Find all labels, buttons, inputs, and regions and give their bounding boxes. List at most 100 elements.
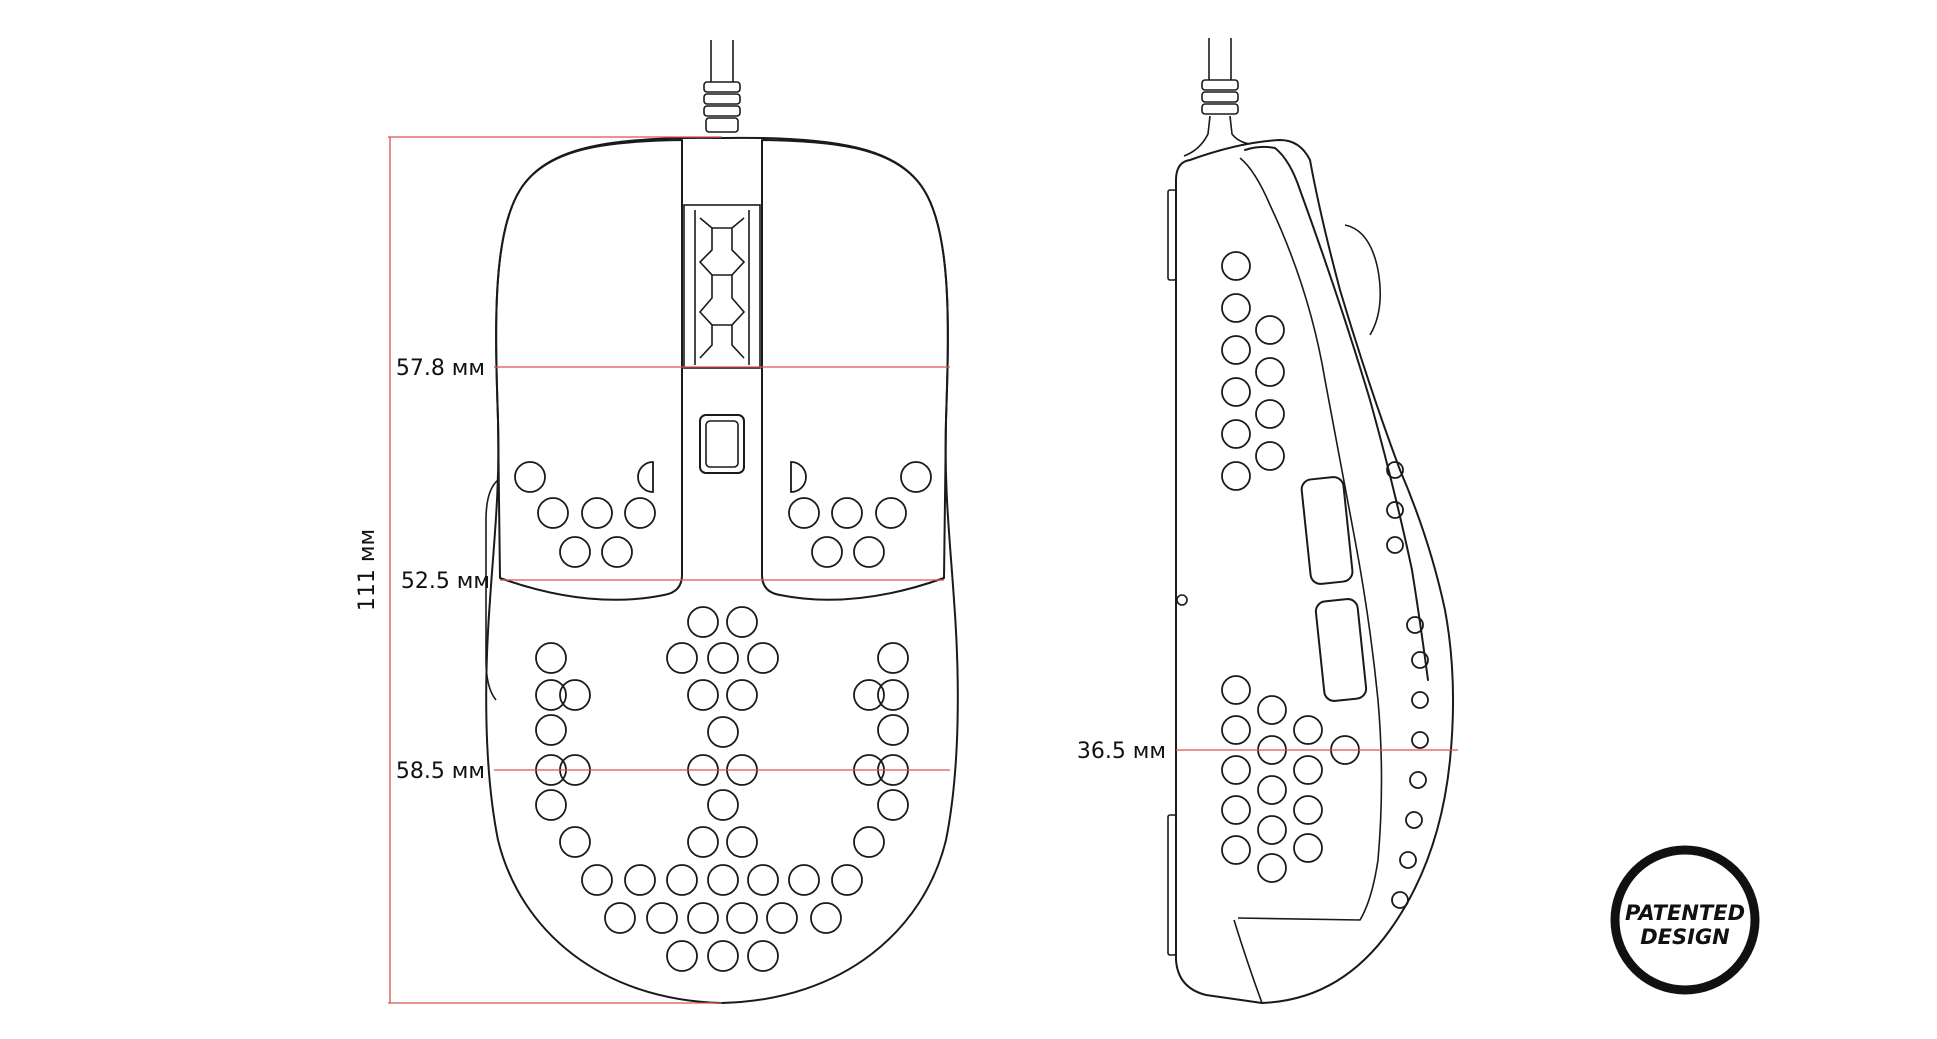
vent-hole [1391, 891, 1409, 909]
vent-hole [1386, 536, 1404, 554]
vent-hole [1221, 419, 1251, 449]
side-holes [1221, 251, 1429, 909]
vent-hole [604, 902, 636, 934]
vent-hole [877, 789, 909, 821]
vent-hole [1221, 461, 1251, 491]
side-scroll-wheel [1344, 224, 1382, 336]
vent-hole [747, 642, 779, 674]
side-cable [1183, 38, 1251, 157]
vent-hole [1221, 377, 1251, 407]
vent-hole [1399, 851, 1417, 869]
vent-hole [687, 826, 719, 858]
side-button-forward [1300, 476, 1354, 585]
vent-hole [726, 902, 758, 934]
svg-text:PATENTED: PATENTED [1625, 901, 1745, 925]
vent-hole [747, 864, 779, 896]
vent-hole [687, 606, 719, 638]
skate-rear [1167, 814, 1177, 956]
vent-hole [1257, 815, 1287, 845]
vent-hole [666, 940, 698, 972]
vent-hole [1221, 715, 1251, 745]
vent-hole [707, 642, 739, 674]
vent-hole [1406, 616, 1424, 634]
vent-hole [1409, 771, 1427, 789]
height-label: 36.5 мм [1077, 739, 1166, 764]
skate-front [1167, 189, 1177, 281]
vent-hole [1293, 715, 1323, 745]
vent-hole [581, 864, 613, 896]
vent-hole [726, 606, 758, 638]
vent-hole [707, 716, 739, 748]
dpi-button [699, 414, 745, 474]
vent-hole [877, 642, 909, 674]
vent-hole [535, 642, 567, 674]
dimension-labels: 111 мм 57.8 мм 52.5 мм 58.5 мм 36.5 мм [355, 356, 1166, 784]
vent-hole [707, 864, 739, 896]
vent-hole [747, 940, 779, 972]
width-mid-label: 52.5 мм [401, 569, 490, 594]
vent-hole [788, 864, 820, 896]
vent-hole [877, 714, 909, 746]
vent-hole [1257, 853, 1287, 883]
vent-hole [1411, 731, 1429, 749]
vent-hole [707, 940, 739, 972]
vent-hole [1221, 675, 1251, 705]
scroll-wheel [694, 210, 750, 365]
vent-hole [1386, 501, 1404, 519]
vent-hole [1255, 441, 1285, 471]
vent-hole [666, 642, 698, 674]
vent-hole [726, 826, 758, 858]
vent-hole [646, 902, 678, 934]
vent-hole [1411, 651, 1429, 669]
vent-hole [766, 902, 798, 934]
side-buttons [485, 479, 499, 701]
vent-hole [1255, 357, 1285, 387]
vent-hole [535, 789, 567, 821]
shell-holes [535, 606, 909, 972]
vent-hole [1255, 399, 1285, 429]
vent-hole [559, 679, 591, 711]
vent-hole [853, 679, 885, 711]
vent-hole [687, 679, 719, 711]
top-view [485, 40, 959, 1004]
width-bottom-label: 58.5 мм [396, 759, 485, 784]
vent-hole [559, 826, 591, 858]
vent-hole [535, 679, 567, 711]
vent-hole [1411, 691, 1429, 709]
scroll-wheel-slot [683, 204, 761, 369]
left-button [495, 139, 683, 601]
patented-design-badge: PATENTED DESIGN [1610, 845, 1760, 995]
vent-hole [624, 864, 656, 896]
side-button-back [1314, 598, 1368, 702]
vent-hole [853, 826, 885, 858]
vent-hole [1221, 795, 1251, 825]
vent-hole [1221, 755, 1251, 785]
vent-hole [1221, 293, 1251, 323]
vent-hole [726, 679, 758, 711]
width-top-label: 57.8 мм [396, 356, 485, 381]
vent-hole [877, 679, 909, 711]
vent-hole [666, 864, 698, 896]
vent-hole [1405, 811, 1423, 829]
vent-hole [1221, 835, 1251, 865]
vent-hole [1293, 795, 1323, 825]
vent-hole [1293, 833, 1323, 863]
top-cable [703, 40, 741, 133]
vent-hole [810, 902, 842, 934]
vent-hole [1221, 335, 1251, 365]
vent-hole [1257, 695, 1287, 725]
right-button [761, 139, 949, 601]
vent-hole [535, 714, 567, 746]
vent-hole [1221, 251, 1251, 281]
vent-hole [707, 789, 739, 821]
vent-hole [1255, 315, 1285, 345]
side-view [1167, 38, 1455, 1004]
vent-hole [1293, 755, 1323, 785]
vent-hole [687, 902, 719, 934]
vent-hole [831, 864, 863, 896]
length-label: 111 мм [355, 529, 380, 611]
vent-hole [1386, 461, 1404, 479]
dimension-lines [388, 136, 1458, 1004]
svg-text:DESIGN: DESIGN [1640, 925, 1730, 949]
